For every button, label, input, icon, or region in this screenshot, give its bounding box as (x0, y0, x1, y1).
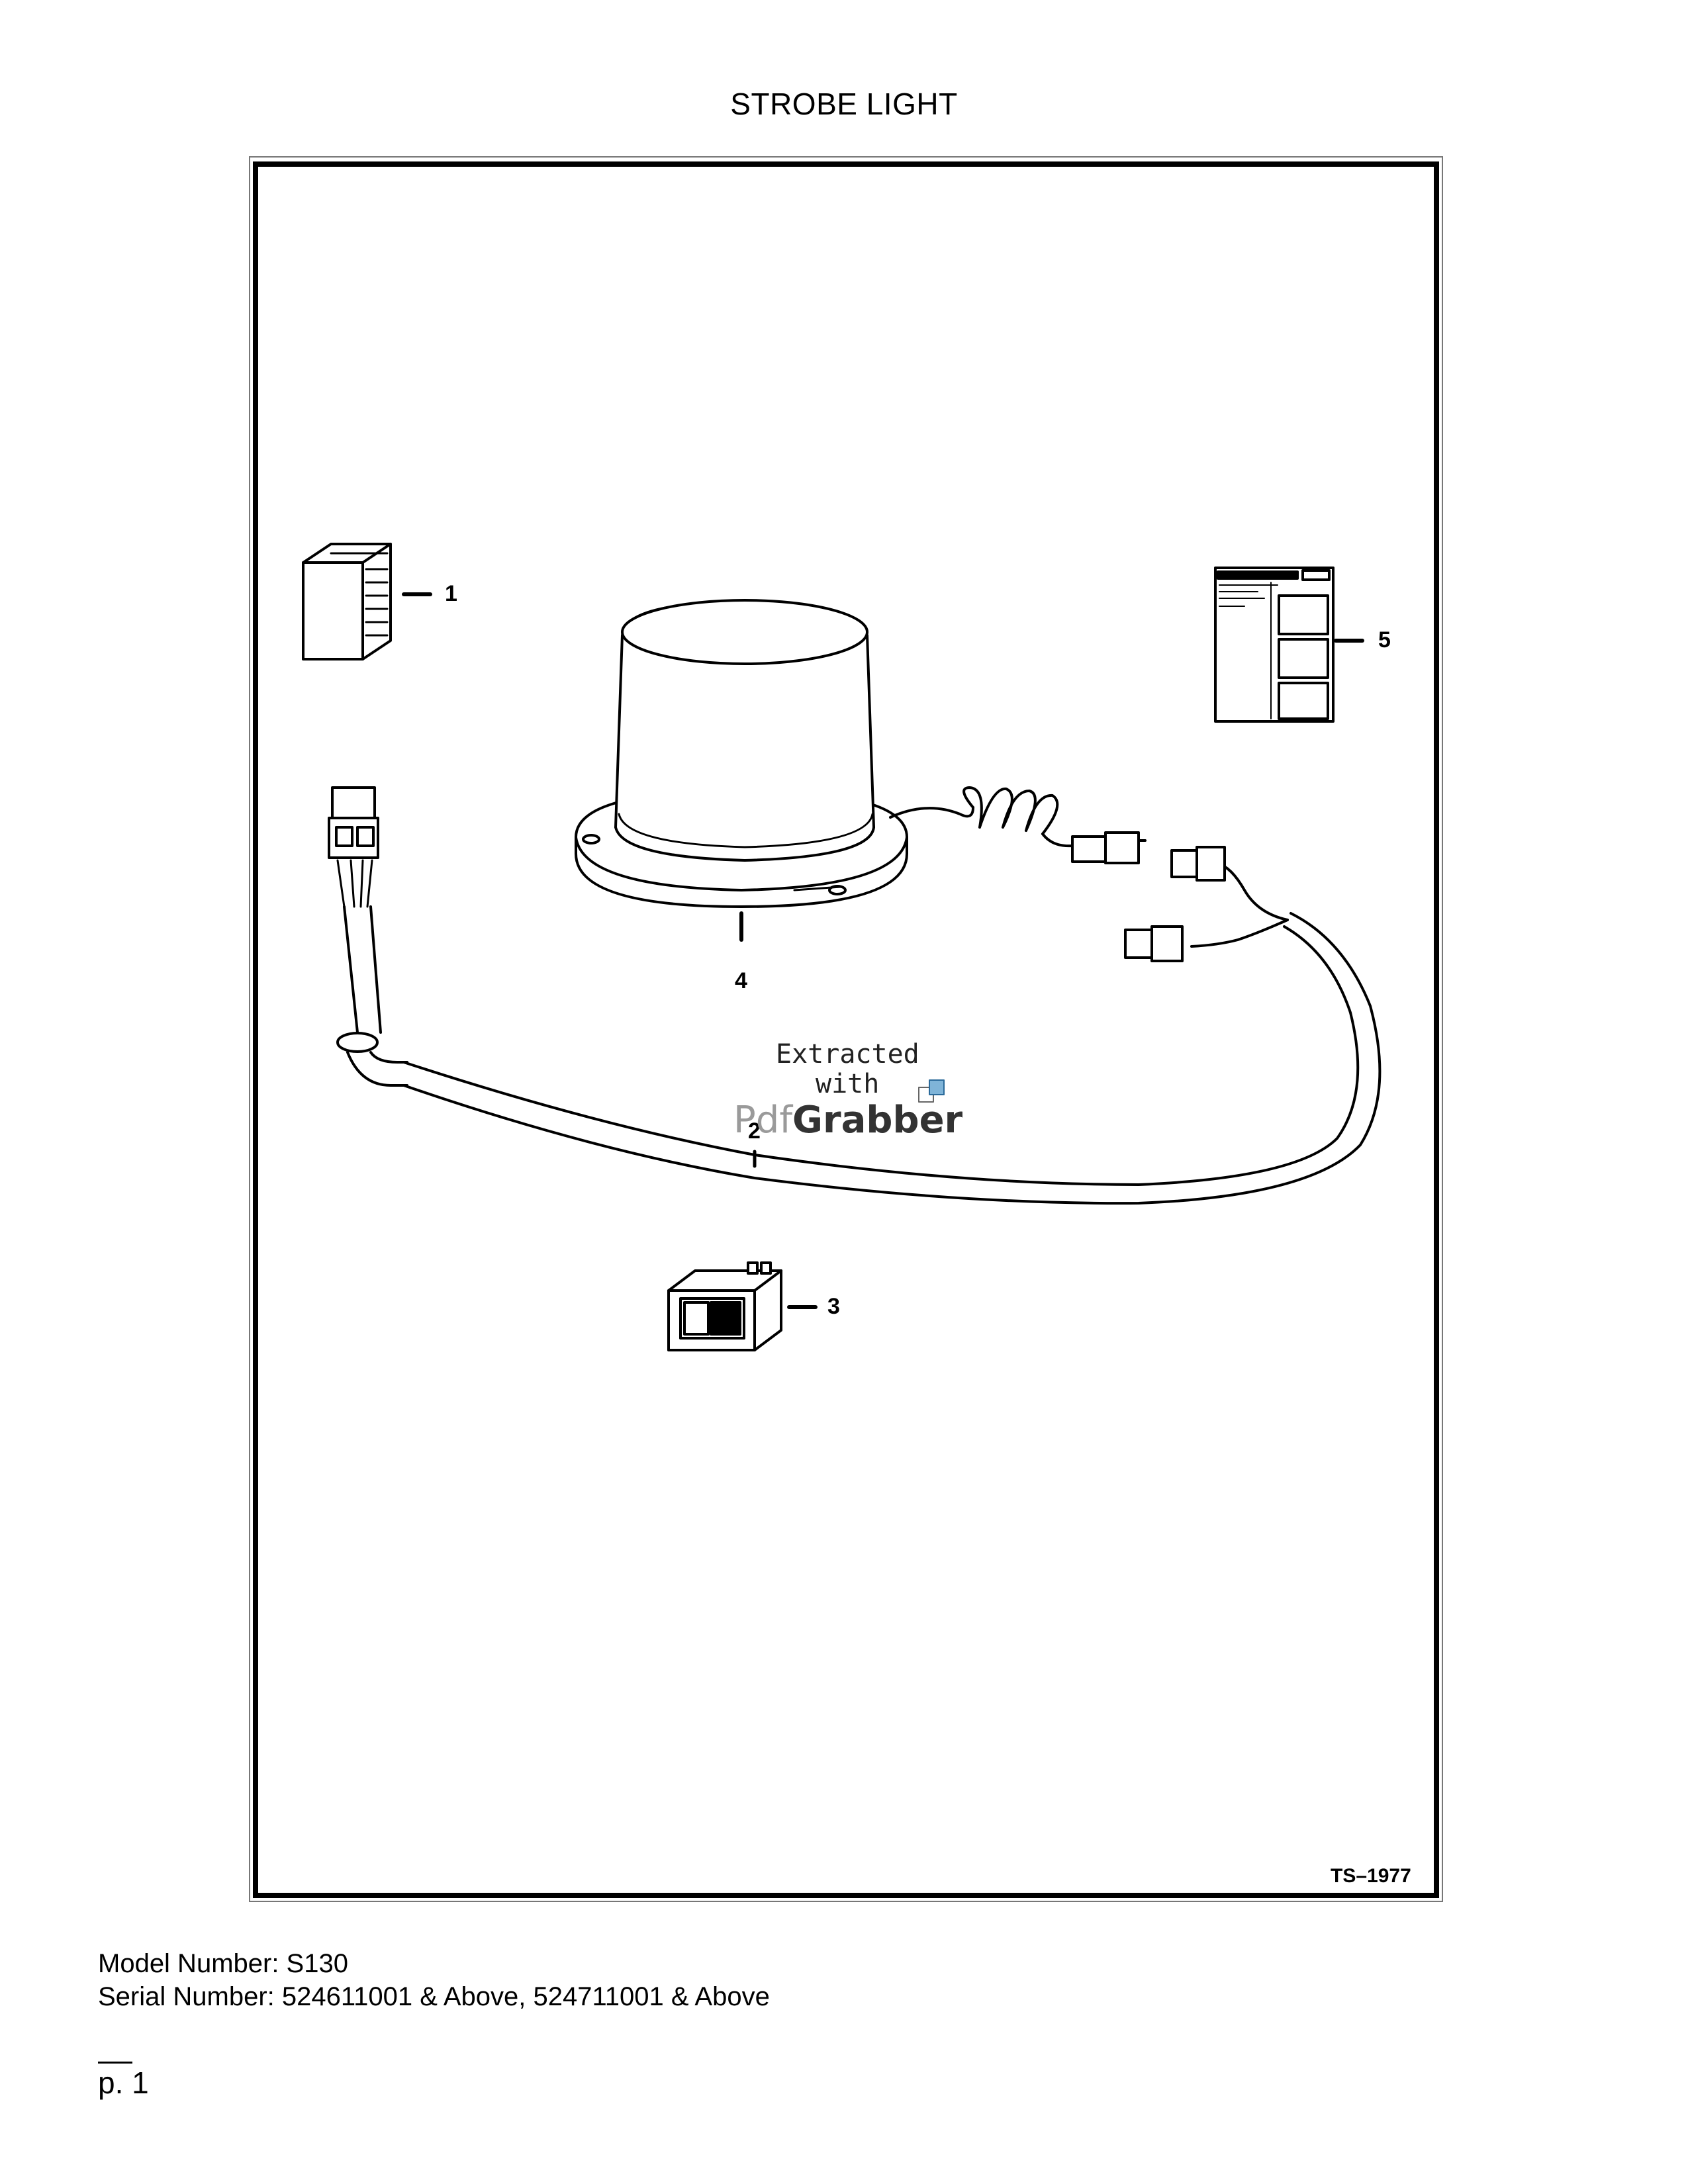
callout-2: 2 (748, 1118, 761, 1144)
decal-sheet-part (1214, 567, 1364, 723)
relay-module-part (302, 543, 432, 660)
watermark-icon (918, 1079, 945, 1103)
page-number: p. 1 (98, 2066, 149, 2100)
model-number: Model Number: S130 (98, 1949, 348, 1978)
watermark-line2: with (816, 1069, 880, 1099)
page-title: STROBE LIGHT (730, 87, 958, 121)
page-number-rule (98, 2062, 132, 2064)
figure-frame-outer (249, 156, 1443, 1902)
serial-number: Serial Number: 524611001 & Above, 524711… (98, 1982, 770, 2011)
callout-3: 3 (827, 1294, 840, 1319)
watermark-brand-grabber: Grabber (792, 1099, 963, 1142)
watermark-line1: Extracted (776, 1039, 919, 1069)
rocker-switch-part (667, 1261, 818, 1351)
strobe-beacon-part (575, 599, 1147, 942)
wire-harness-part (328, 786, 1382, 1205)
callout-1: 1 (445, 581, 457, 606)
watermark-brand-pdf: Pdf (733, 1099, 793, 1142)
figure-id: TS–1977 (1331, 1865, 1411, 1887)
figure-frame (253, 161, 1439, 1898)
callout-4: 4 (735, 968, 747, 993)
watermark-brand: PdfGrabber (733, 1099, 962, 1142)
callout-5: 5 (1378, 627, 1391, 653)
